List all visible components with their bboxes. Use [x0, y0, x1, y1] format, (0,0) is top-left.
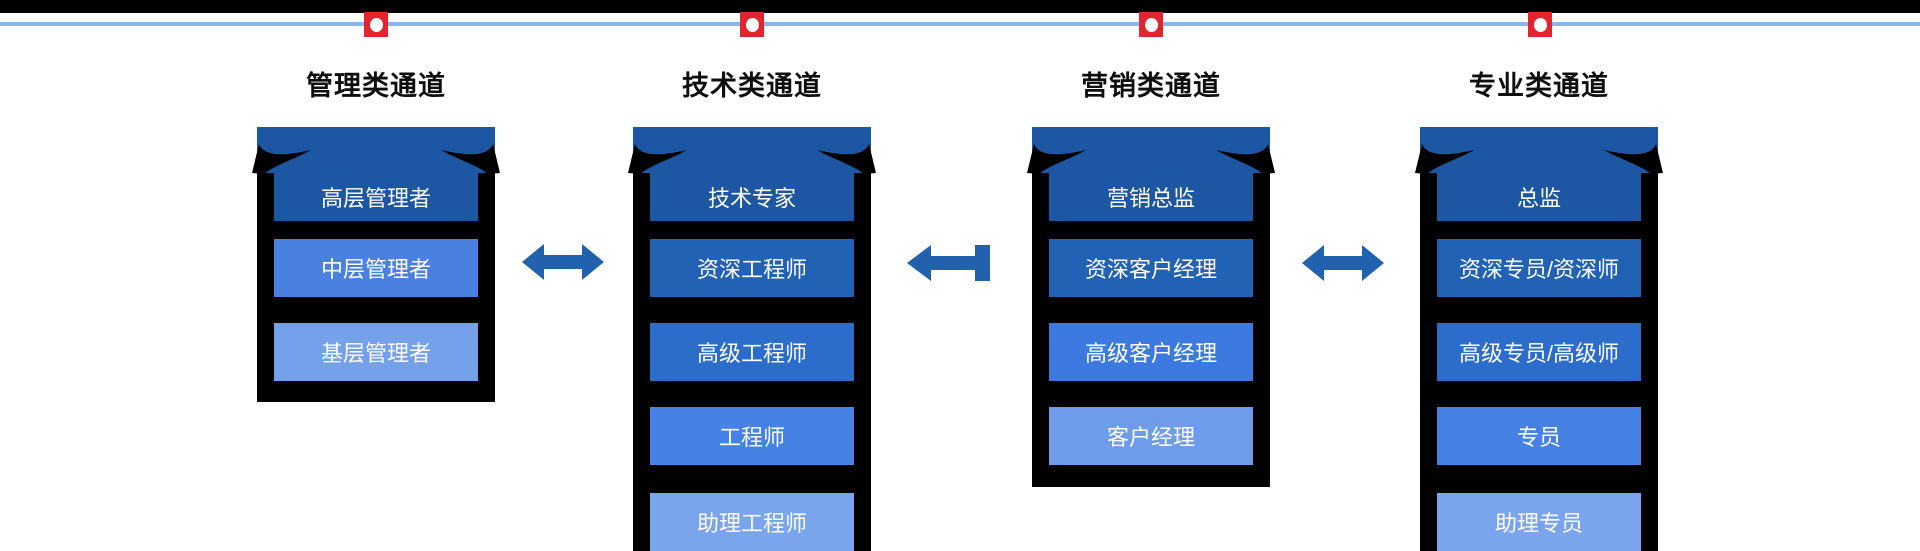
level-box: 资深工程师 [650, 239, 854, 297]
level-label: 客户经理 [1106, 425, 1195, 450]
level-box: 中层管理者 [274, 239, 478, 297]
level-box: 基层管理者 [274, 323, 478, 381]
level-box: 高级专员/高级师 [1437, 323, 1641, 381]
timeline-marker [1528, 12, 1552, 37]
level-label: 总监 [1516, 185, 1561, 211]
level-box: 高层管理者 [274, 172, 478, 221]
level-label: 高级专员/高级师 [1458, 341, 1620, 366]
ladder-wings-icon [252, 144, 500, 174]
ladder-wings-icon [1415, 144, 1663, 174]
level-box: 高级客户经理 [1049, 323, 1253, 381]
level-box: 专员 [1437, 407, 1641, 465]
column-title: 专业类通道 [1469, 71, 1609, 101]
marker-dot-icon [369, 17, 383, 32]
double-arrow-icon [1302, 245, 1384, 281]
ladder-top-cap [1032, 127, 1270, 173]
top-black-bar [0, 0, 1920, 13]
ladder-top-cap [633, 127, 871, 173]
level-box: 资深专员/资深师 [1437, 239, 1641, 297]
level-label: 技术专家 [707, 185, 796, 211]
timeline-divider-line [0, 22, 1920, 26]
level-label: 高级客户经理 [1084, 341, 1217, 366]
column-title: 管理类通道 [306, 71, 446, 101]
level-label: 助理专员 [1494, 511, 1583, 536]
level-box: 技术专家 [650, 172, 854, 221]
left-arrow-icon [907, 245, 990, 281]
marker-dot-icon [1533, 17, 1547, 32]
ladder-wings-icon [1027, 144, 1275, 174]
level-label: 资深工程师 [696, 257, 807, 282]
ladder-top-cap [1420, 127, 1658, 173]
double-arrow-icon [522, 244, 604, 280]
timeline-marker [364, 12, 388, 37]
level-label: 专员 [1516, 425, 1561, 450]
ladder-top-cap [257, 127, 495, 173]
level-box: 营销总监 [1049, 172, 1253, 221]
level-label: 工程师 [718, 425, 785, 450]
level-label: 资深客户经理 [1084, 257, 1217, 282]
level-label: 资深专员/资深师 [1458, 257, 1620, 282]
level-box: 工程师 [650, 407, 854, 465]
timeline-marker [740, 12, 764, 37]
level-label: 基层管理者 [320, 341, 431, 366]
column-title: 技术类通道 [682, 71, 822, 101]
level-box: 助理工程师 [650, 493, 854, 551]
level-label: 助理工程师 [696, 511, 807, 536]
level-label: 营销总监 [1106, 185, 1195, 211]
marker-dot-icon [745, 17, 759, 32]
ladder-wings-icon [628, 144, 876, 174]
level-label: 高层管理者 [320, 185, 431, 211]
level-label: 高级工程师 [696, 341, 807, 366]
level-label: 中层管理者 [320, 257, 431, 282]
level-box: 客户经理 [1049, 407, 1253, 465]
marker-dot-icon [1144, 17, 1158, 32]
level-box: 助理专员 [1437, 493, 1641, 551]
level-box: 总监 [1437, 172, 1641, 221]
timeline-marker [1139, 12, 1163, 37]
level-box: 资深客户经理 [1049, 239, 1253, 297]
column-title: 营销类通道 [1081, 71, 1221, 101]
level-box: 高级工程师 [650, 323, 854, 381]
